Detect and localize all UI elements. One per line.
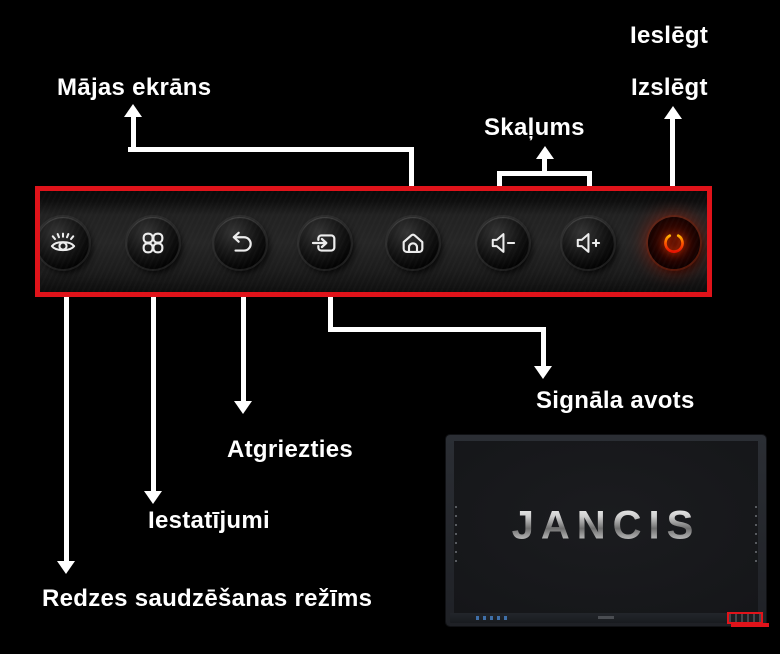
power-button[interactable] — [648, 217, 700, 269]
panel-highlight-underline — [731, 623, 769, 627]
connector-line — [328, 327, 546, 332]
signal-source-button[interactable] — [299, 217, 351, 269]
monitor-screen: JANCIS — [454, 441, 758, 615]
connector-line — [409, 147, 414, 191]
volume-down-button[interactable] — [477, 217, 529, 269]
connector-line — [151, 296, 156, 492]
bezel-dots-right — [755, 506, 757, 564]
connector-line — [128, 147, 414, 152]
label-power-on: Ieslēgt — [630, 22, 709, 49]
connector-line — [328, 296, 333, 332]
arrowhead-down — [534, 366, 552, 379]
back-button[interactable] — [214, 217, 266, 269]
eye-icon — [50, 232, 76, 252]
home-button[interactable] — [387, 217, 439, 269]
settings-button[interactable] — [127, 217, 179, 269]
connector-line — [497, 171, 592, 176]
label-signal-source: Signāla avots — [536, 387, 695, 414]
connector-line — [497, 171, 502, 191]
arrowhead-down — [234, 401, 252, 414]
speaker-plus-icon — [576, 233, 601, 253]
connector-line — [587, 171, 592, 191]
connector-line — [64, 296, 69, 562]
house-icon — [402, 233, 424, 253]
arrowhead-up — [536, 146, 554, 159]
connector-line — [131, 115, 136, 152]
connector-line — [670, 118, 675, 191]
speaker-minus-icon — [491, 233, 516, 253]
label-eye-protection: Redzes saudzēšanas režīms — [42, 585, 373, 612]
label-home-screen: Mājas ekrāns — [57, 74, 212, 101]
connector-line — [241, 296, 246, 402]
return-arrow-icon — [232, 231, 252, 252]
arrowhead-up — [124, 104, 142, 117]
label-volume: Skaļums — [484, 114, 585, 141]
arrowhead-down — [57, 561, 75, 574]
monitor-image: JANCIS — [446, 435, 769, 627]
label-power-off: Izslēgt — [631, 74, 708, 101]
control-panel-photo — [35, 186, 712, 297]
power-icon — [664, 230, 684, 253]
label-back: Atgriezties — [227, 436, 353, 463]
arrow-into-box-icon — [311, 234, 336, 252]
arrowhead-down — [144, 491, 162, 504]
connector-line — [542, 157, 547, 173]
clover-icon — [142, 232, 164, 254]
connector-line — [541, 327, 546, 367]
bezel-dots-left — [455, 506, 457, 564]
volume-up-button[interactable] — [562, 217, 614, 269]
front-ports — [476, 616, 510, 620]
monitor-bezel — [450, 612, 769, 627]
eye-protection-button[interactable] — [40, 217, 89, 269]
arrowhead-up — [664, 106, 682, 119]
label-settings: Iestatījumi — [148, 507, 270, 534]
brand-logo: JANCIS — [454, 504, 758, 549]
bezel-logo-mark — [598, 616, 614, 619]
